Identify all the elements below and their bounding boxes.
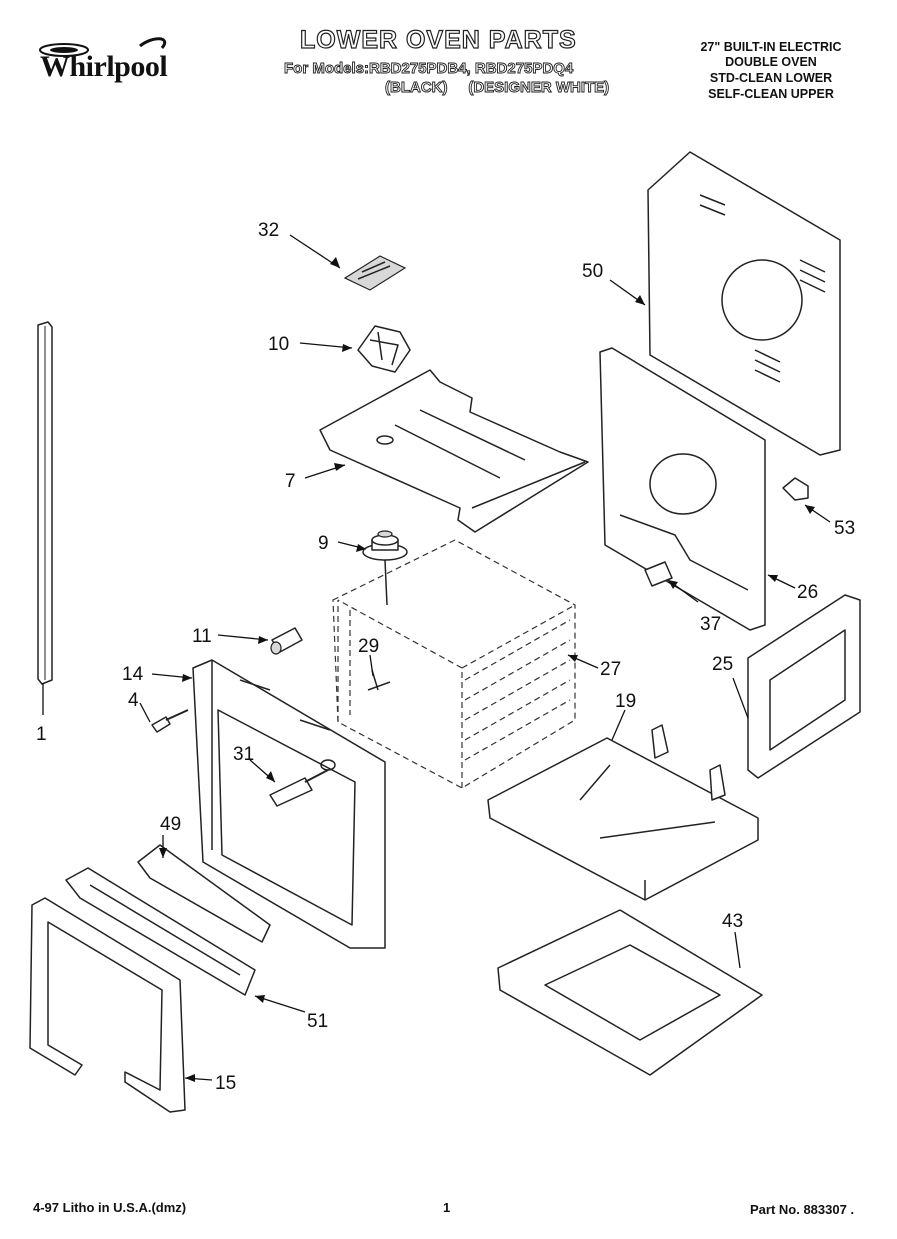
part-9-knob bbox=[362, 530, 408, 606]
part-53-clip bbox=[782, 477, 809, 501]
callout-49: 49 bbox=[160, 814, 181, 835]
callout-50: 50 bbox=[582, 261, 603, 282]
part-15-gasket bbox=[29, 897, 186, 1113]
part-4-screw bbox=[151, 709, 189, 733]
description-line-1: 27" BUILT-IN ELECTRIC bbox=[700, 40, 842, 54]
callout-15: 15 bbox=[215, 1073, 236, 1094]
part-49-lower-trim bbox=[137, 844, 271, 943]
part-50-rear-panel bbox=[647, 151, 841, 456]
part-27-oven-cavity bbox=[332, 539, 576, 789]
callout-7: 7 bbox=[285, 471, 296, 492]
callout-labels: 32 10 7 9 11 14 4 1 29 31 49 51 15 50 53… bbox=[36, 220, 855, 1094]
description-line-2: DOUBLE OVEN bbox=[725, 55, 817, 69]
callout-26: 26 bbox=[797, 582, 818, 603]
part-43-bottom-tray bbox=[497, 909, 763, 1076]
part-14-front-frame bbox=[192, 659, 386, 949]
part-7-top-panel bbox=[319, 369, 589, 533]
callout-43: 43 bbox=[722, 911, 743, 932]
part-25-side-panel bbox=[747, 594, 861, 779]
whirlpool-logo: Whirlpool bbox=[22, 36, 192, 96]
callout-1: 1 bbox=[36, 724, 47, 745]
callout-leaders bbox=[42, 234, 831, 1082]
part-29-rod bbox=[367, 669, 391, 691]
description-line-4: SELF-CLEAN UPPER bbox=[708, 87, 834, 101]
description-line-3: STD-CLEAN LOWER bbox=[709, 71, 833, 85]
footer-page-number: 1 bbox=[443, 1200, 451, 1215]
callout-53: 53 bbox=[834, 518, 855, 539]
brand-name: Whirlpool bbox=[40, 50, 168, 83]
part-11-connector bbox=[270, 627, 303, 655]
callout-11: 11 bbox=[192, 626, 212, 647]
part-51-vent-trim bbox=[65, 867, 256, 996]
callout-32: 32 bbox=[258, 220, 279, 241]
part-1-trim-strip bbox=[37, 321, 53, 685]
part-31-probe bbox=[269, 759, 336, 807]
footer-part-number: Part No. 883307 . bbox=[750, 1202, 855, 1217]
callout-19: 19 bbox=[615, 691, 636, 712]
footer-litho: 4-97 Litho in U.S.A.(dmz) bbox=[33, 1200, 187, 1215]
page-title: LOWER OVEN PARTS bbox=[299, 25, 577, 54]
callout-9: 9 bbox=[318, 533, 329, 554]
part-37-small-bracket bbox=[644, 561, 673, 587]
callout-27: 27 bbox=[600, 659, 621, 680]
part-26-back-panel bbox=[599, 347, 766, 631]
callout-29: 29 bbox=[358, 636, 379, 657]
callout-25: 25 bbox=[712, 654, 733, 675]
callout-37: 37 bbox=[700, 614, 721, 635]
callout-14: 14 bbox=[122, 664, 144, 685]
colors-line: (BLACK) (DESIGNER WHITE) bbox=[385, 79, 610, 97]
callout-4: 4 bbox=[128, 690, 139, 711]
callout-31: 31 bbox=[233, 744, 254, 765]
part-10-bracket bbox=[357, 325, 411, 373]
callout-10: 10 bbox=[268, 334, 289, 355]
part-19-heat-shield bbox=[487, 724, 759, 901]
part-32-plate bbox=[343, 255, 407, 291]
callout-51: 51 bbox=[307, 1011, 328, 1032]
models-line: For Models:RBD275PDB4, RBD275PDQ4 bbox=[284, 60, 574, 78]
